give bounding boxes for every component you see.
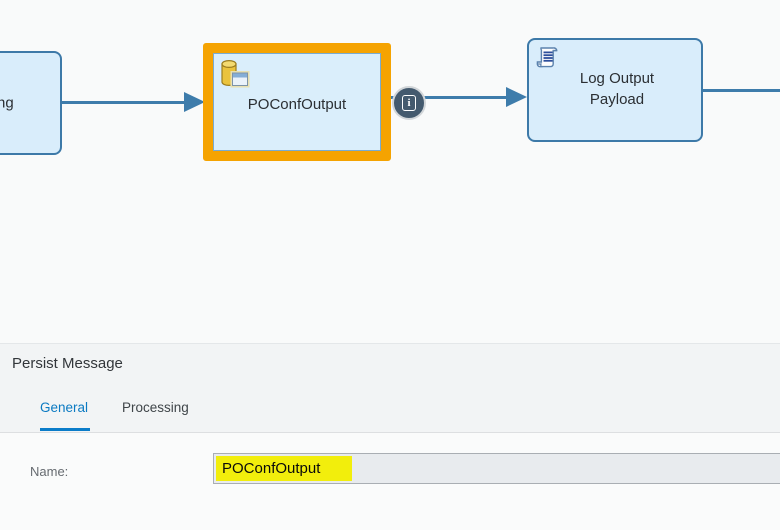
connector-line — [703, 89, 780, 92]
tab-general[interactable]: General — [40, 400, 89, 415]
flow-canvas[interactable]: ng POConfOutput — [0, 0, 780, 343]
connector-line — [62, 101, 186, 104]
name-input[interactable]: POConfOutput — [213, 453, 780, 484]
flow-node-persist-message[interactable]: POConfOutput — [213, 53, 381, 151]
name-field-label: Name: — [30, 464, 69, 479]
flow-node-partial[interactable]: ng — [0, 51, 62, 155]
node-label: Log Output Payload — [579, 70, 655, 108]
flow-node-log-output-payload[interactable]: Log Output Payload — [527, 38, 703, 142]
info-badge-icon[interactable]: i — [392, 86, 426, 120]
panel-title: Persist Message — [12, 355, 123, 372]
name-value-highlighted: POConfOutput — [216, 456, 352, 481]
active-tab-indicator — [40, 428, 90, 431]
persist-message-icon — [218, 56, 250, 94]
general-tab-content: Name: POConfOutput — [0, 433, 780, 530]
connector-arrowhead — [506, 87, 527, 107]
node-label: POConfOutput — [247, 96, 347, 113]
tab-processing[interactable]: Processing — [122, 400, 189, 415]
properties-panel: Persist Message General Processing Name:… — [0, 343, 780, 530]
script-icon — [534, 44, 560, 74]
tab-bar-divider — [0, 432, 780, 433]
connector-line — [391, 96, 509, 99]
info-glyph: i — [402, 95, 416, 111]
connector-arrowhead — [184, 92, 205, 112]
selection-frame: POConfOutput — [203, 43, 391, 161]
node-label: ng — [0, 94, 14, 112]
